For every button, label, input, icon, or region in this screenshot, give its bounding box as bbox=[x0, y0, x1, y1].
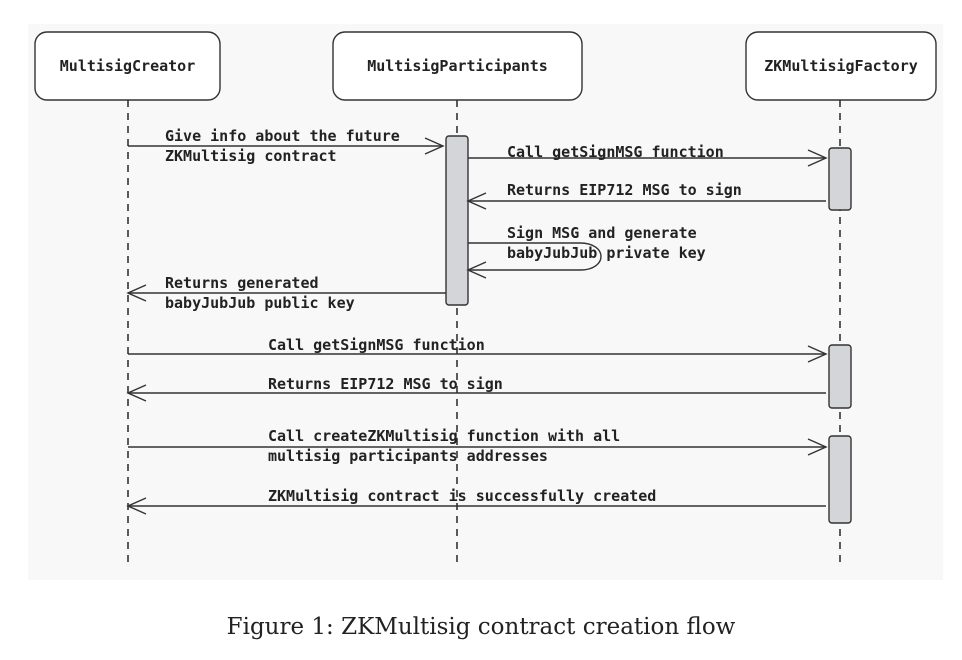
arrowhead-6 bbox=[126, 384, 147, 402]
message-label-6-0: Returns EIP712 MSG to sign bbox=[268, 375, 503, 393]
arrowhead-8 bbox=[126, 497, 147, 515]
participant-label-participants: MultisigParticipants bbox=[367, 57, 548, 75]
figure-caption: Figure 1: ZKMultisig contract creation f… bbox=[226, 614, 736, 640]
activation-bar-factory-3 bbox=[828, 435, 852, 524]
message-label-8-0: ZKMultisig contract is successfully crea… bbox=[268, 487, 656, 505]
message-label-4-1: babyJubJub public key bbox=[165, 294, 355, 312]
participant-box-creator bbox=[34, 31, 221, 101]
message-label-3-1: babyJubJub private key bbox=[507, 244, 706, 262]
arrowhead-7 bbox=[807, 438, 828, 456]
participant-label-factory: ZKMultisigFactory bbox=[764, 57, 918, 75]
message-label-7-1: multisig participants addresses bbox=[268, 447, 548, 465]
message-label-0-1: ZKMultisig contract bbox=[165, 147, 337, 165]
arrowhead-0 bbox=[424, 137, 445, 155]
message-label-1-0: Call getSignMSG function bbox=[507, 143, 724, 161]
message-label-4-0: Returns generated bbox=[165, 274, 319, 292]
diagram-background bbox=[28, 24, 943, 580]
arrowhead-1 bbox=[807, 149, 828, 167]
arrowhead-4 bbox=[126, 284, 147, 302]
message-label-5-0: Call getSignMSG function bbox=[268, 336, 485, 354]
message-label-0-0: Give info about the future bbox=[165, 127, 400, 145]
participant-box-participants bbox=[332, 31, 583, 101]
message-label-3-0: Sign MSG and generate bbox=[507, 224, 697, 242]
activation-bar-factory-2 bbox=[828, 344, 852, 409]
participant-label-creator: MultisigCreator bbox=[60, 57, 195, 75]
arrowhead-5 bbox=[807, 345, 828, 363]
message-arrow-3 bbox=[468, 242, 602, 271]
message-label-7-0: Call createZKMultisig function with all bbox=[268, 427, 620, 445]
arrowhead-3 bbox=[466, 261, 487, 279]
message-label-2-0: Returns EIP712 MSG to sign bbox=[507, 181, 742, 199]
activation-bar-participants-0 bbox=[445, 135, 469, 306]
activation-bar-factory-1 bbox=[828, 147, 852, 211]
arrowhead-2 bbox=[466, 192, 487, 210]
participant-box-factory bbox=[745, 31, 937, 101]
